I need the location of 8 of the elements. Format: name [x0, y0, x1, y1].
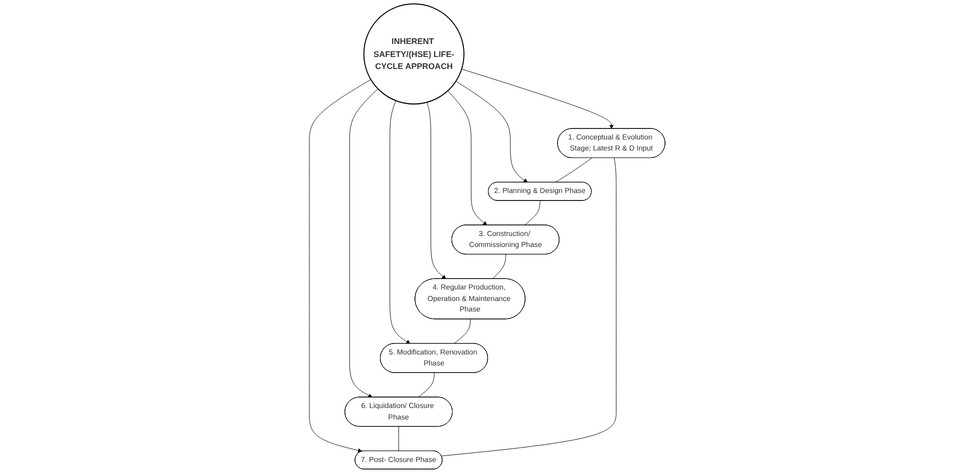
connector — [492, 254, 506, 280]
connector — [442, 158, 617, 456]
connector — [454, 318, 471, 344]
node-circle: INHERENT SAFETY/(HSE) LIFE-CYCLE APPROACH — [364, 3, 465, 105]
connector — [555, 158, 592, 183]
connector — [418, 372, 435, 398]
connector — [398, 426, 400, 452]
connector — [524, 200, 541, 226]
